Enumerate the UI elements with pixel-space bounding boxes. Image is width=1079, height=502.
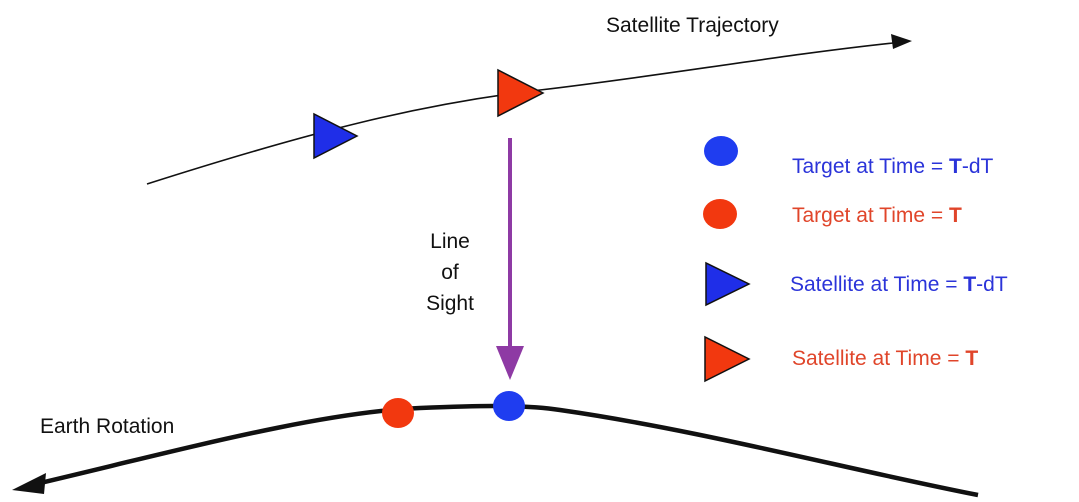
satellite-trajectory-arrowhead [891, 34, 912, 49]
line-of-sight-word-1: Line [430, 230, 470, 253]
legend-text-prefix: Target at Time = [792, 204, 949, 227]
legend-item-satellite-t-minus-dt: Satellite at Time = T-dT [790, 274, 1008, 295]
target-dot-blue [493, 391, 525, 421]
legend-item-satellite-t: Satellite at Time = T [792, 348, 978, 369]
satellite-triangle-red [497, 68, 545, 118]
legend-marker-red-triangle [704, 335, 751, 383]
legend-text-prefix: Target at Time = [792, 155, 949, 178]
legend-item-target-t-minus-dt: Target at Time = T-dT [792, 156, 993, 177]
legend-text-suffix: -dT [961, 155, 994, 178]
legend-item-target-t: Target at Time = T [792, 205, 962, 226]
legend-text-emph: T [949, 155, 962, 178]
satellite-trajectory-line [146, 42, 894, 185]
legend-marker-red-circle [703, 199, 737, 229]
legend-text-emph: T [965, 347, 979, 370]
line-of-sight-word-3: Sight [426, 292, 474, 315]
line-of-sight-label: Line of Sight [410, 226, 490, 319]
earth-rotation-label: Earth Rotation [40, 415, 175, 438]
target-dot-red [382, 398, 414, 428]
legend-text-prefix: Satellite at Time = [792, 347, 966, 370]
legend-text-suffix: -dT [976, 273, 1008, 296]
legend-text-prefix: Satellite at Time = [790, 273, 964, 296]
line-of-sight-word-2: of [441, 261, 459, 284]
legend-text-emph: T [963, 273, 977, 296]
earth-rotation-arrowhead [12, 473, 46, 494]
legend-marker-blue-triangle [705, 261, 751, 307]
line-of-sight-arrowhead [496, 346, 524, 380]
legend-marker-blue-circle [704, 136, 738, 166]
legend-text-emph: T [949, 204, 962, 227]
satellite-trajectory-label: Satellite Trajectory [606, 14, 779, 37]
satellite-triangle-blue [313, 112, 359, 160]
